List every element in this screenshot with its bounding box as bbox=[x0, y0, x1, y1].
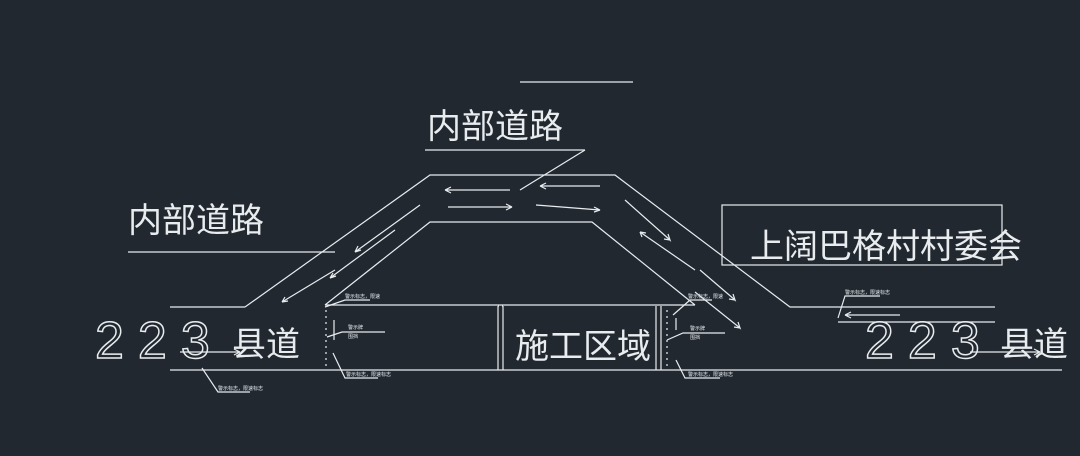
label-county-road-right: 县道 bbox=[1000, 325, 1068, 365]
label-county-road-left-number: 223 bbox=[95, 312, 224, 370]
label-internal-road-left: 内部道路 bbox=[128, 201, 264, 241]
label-village-committee: 上阔巴格村村委会 bbox=[750, 227, 1022, 267]
label-work-zone: 施工区域 bbox=[515, 327, 651, 367]
barrier-center bbox=[497, 305, 504, 370]
barrier-right bbox=[655, 306, 668, 370]
label-internal-road-top: 内部道路 bbox=[427, 107, 563, 147]
label-county-road-right-number: 223 bbox=[865, 312, 994, 370]
annotation: 警示标志，限速标志 bbox=[688, 371, 733, 378]
annotation: 警示标志，限速 bbox=[345, 293, 380, 300]
annotation: 围挡 bbox=[348, 333, 358, 340]
annotation: 围挡 bbox=[690, 334, 700, 341]
annotation: 警示标志，限速标志 bbox=[845, 289, 890, 296]
annotation: 警示牌 bbox=[348, 324, 363, 331]
label-county-road-left: 县道 bbox=[232, 325, 300, 365]
annotation: 警示标志，限速标志 bbox=[218, 385, 263, 392]
annotation-leaders bbox=[201, 295, 880, 393]
annotation: 警示标志，限速 bbox=[688, 293, 723, 300]
traffic-arrows bbox=[180, 182, 1041, 356]
road-outlines bbox=[128, 81, 1062, 371]
annotation: 警示标志，限速标志 bbox=[346, 371, 391, 378]
annotation: 警示牌 bbox=[690, 325, 705, 332]
